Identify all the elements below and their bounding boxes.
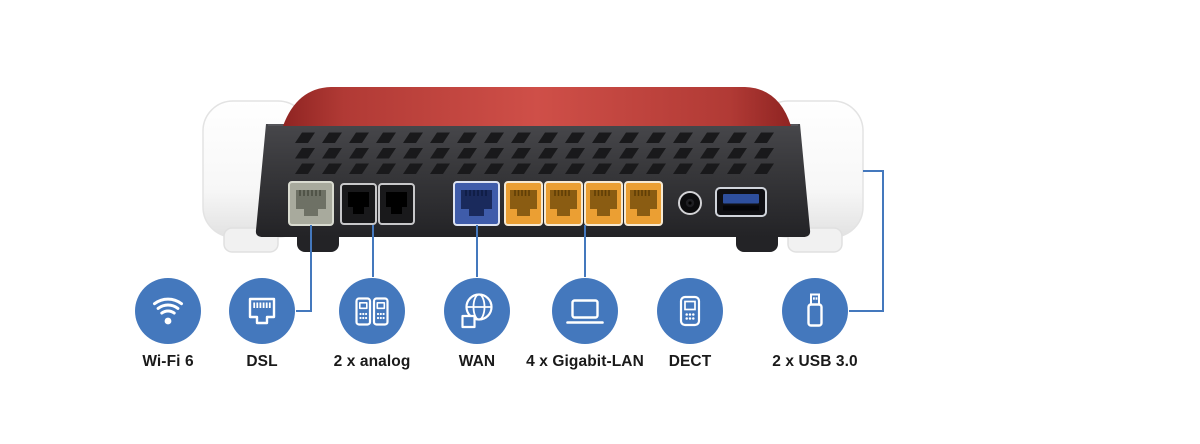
globe-icon — [444, 278, 510, 344]
laptop-icon — [552, 278, 618, 344]
feature-gigabit-lan: 4 x Gigabit-LAN — [505, 278, 665, 371]
feature-wifi6: Wi-Fi 6 — [88, 278, 248, 371]
feature-label-dsl: DSL — [246, 353, 278, 370]
dsl-jack-icon — [229, 278, 295, 344]
lan-port-3 — [584, 181, 623, 226]
line-usb — [849, 170, 884, 312]
lan-port-4 — [624, 181, 663, 226]
red-top-strip — [283, 87, 791, 126]
fon-port-1 — [340, 183, 377, 225]
usb-stick-icon — [782, 278, 848, 344]
lan-port-1 — [504, 181, 543, 226]
feature-analog: 2 x analog — [292, 278, 452, 371]
feature-label-dect: DECT — [668, 353, 712, 370]
power-jack — [678, 191, 702, 215]
wifi-icon — [135, 278, 201, 344]
cordless-phone-icon — [657, 278, 723, 344]
feature-dect: DECT — [610, 278, 770, 371]
feature-label-usb: 2 x USB 3.0 — [772, 353, 858, 370]
feature-label-wifi6: Wi-Fi 6 — [142, 353, 194, 370]
wan-port — [453, 181, 500, 226]
dsl-port — [288, 181, 334, 226]
line-dsl — [296, 225, 312, 312]
lan-port-2 — [544, 181, 583, 226]
feature-usb: 2 x USB 3.0 — [735, 278, 895, 371]
feature-dsl: DSL — [182, 278, 342, 371]
feature-label-gigabit-lan: 4 x Gigabit-LAN — [526, 353, 644, 370]
usb-port — [715, 187, 767, 217]
connector-lines — [296, 170, 884, 312]
fon-port-2 — [378, 183, 415, 225]
feature-label-wan: WAN — [458, 353, 496, 370]
analog-phones-icon — [339, 278, 405, 344]
vent-grille — [292, 130, 776, 176]
feature-label-analog: 2 x analog — [333, 353, 411, 370]
feature-wan: WAN — [397, 278, 557, 371]
